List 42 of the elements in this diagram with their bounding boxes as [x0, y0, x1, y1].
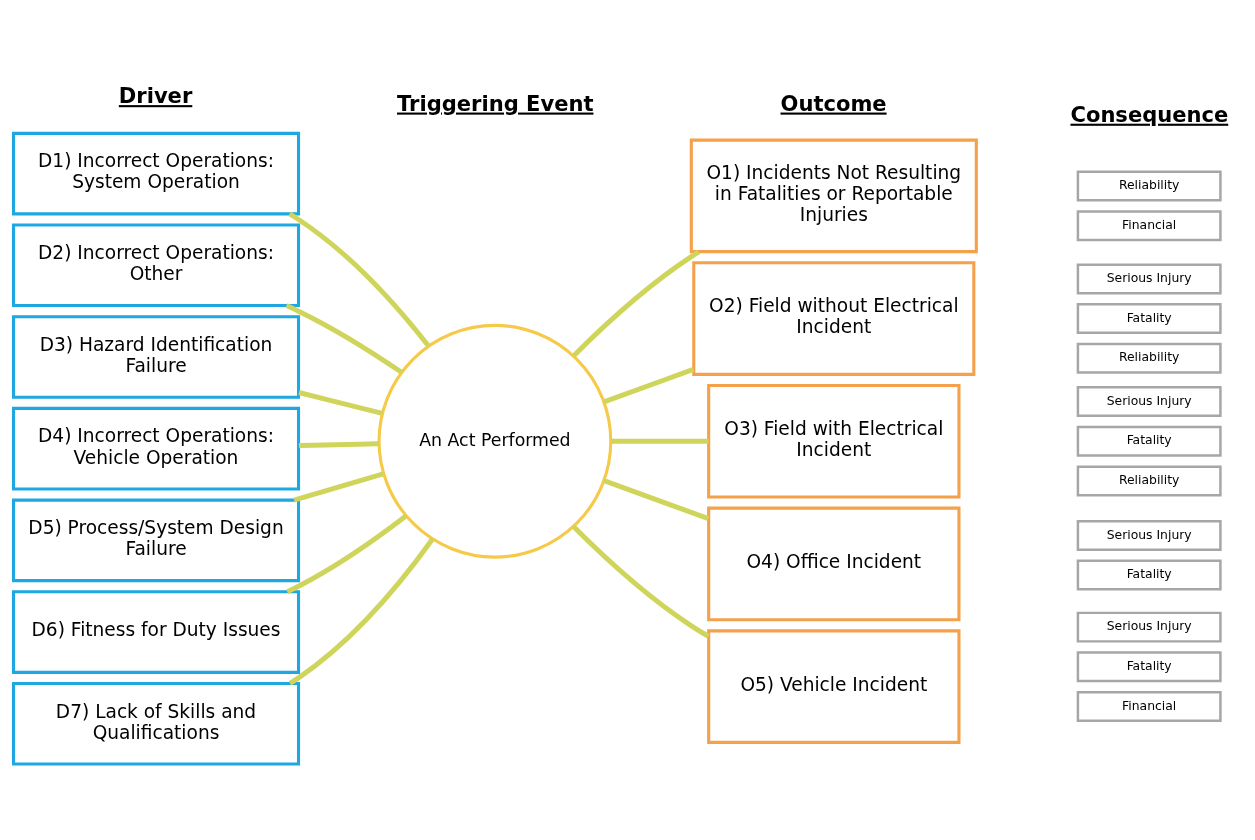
connector [298, 440, 379, 448]
node-box: Serious Injury [1076, 385, 1222, 417]
node-box: Serious Injury [1076, 262, 1222, 294]
node-box: D6) Fitness for Duty Issues [11, 589, 301, 674]
node-box: D2) Incorrect Operations: Other [11, 223, 301, 307]
label: Triggering Event [397, 90, 594, 116]
connector [298, 389, 383, 416]
node-box: Reliability [1076, 170, 1222, 201]
connector [572, 249, 701, 357]
node-box: D1) Incorrect Operations: System Operation [11, 131, 301, 215]
node-box: Serious Injury [1076, 519, 1222, 551]
connector [293, 470, 384, 502]
node-box: Fatality [1076, 650, 1222, 682]
node-circle: An Act Performed [377, 323, 613, 559]
node-box: Financial [1076, 209, 1222, 241]
node-box: O3) Field with Electrical Incident [707, 383, 961, 499]
node-box: Serious Injury [1076, 611, 1222, 643]
node-box: O1) Incidents Not Resulting in Fatalities or Reportable Injuries [689, 138, 978, 253]
node-box: Fatality [1076, 559, 1222, 591]
node-box: Reliability [1076, 464, 1222, 496]
connector [572, 524, 710, 638]
node-box: O4) Office Incident [707, 506, 961, 621]
node-box: O5) Vehicle Incident [707, 628, 961, 744]
connector [286, 513, 408, 594]
node-box: D5) Process/System Design Failure [11, 498, 301, 582]
node-box: D4) Incorrect Operations: Vehicle Operation [11, 406, 301, 490]
label: Driver [118, 82, 193, 108]
connector [288, 211, 431, 347]
node-box: Fatality [1076, 302, 1222, 334]
node-box: D3) Hazard Identification Failure [11, 314, 301, 399]
connector [603, 477, 710, 521]
connector [285, 302, 403, 374]
connector [611, 438, 709, 444]
label: Consequence [1070, 101, 1229, 127]
node-box: Reliability [1076, 342, 1222, 374]
node-box: O2) Field without Electrical Incident [692, 260, 976, 376]
connector [603, 366, 695, 404]
node-box: Financial [1076, 690, 1222, 722]
connector [288, 537, 435, 685]
node-box: D7) Lack of Skills and Qualifications [11, 681, 301, 766]
node-box: Fatality [1076, 425, 1222, 457]
label: Outcome [780, 90, 887, 116]
